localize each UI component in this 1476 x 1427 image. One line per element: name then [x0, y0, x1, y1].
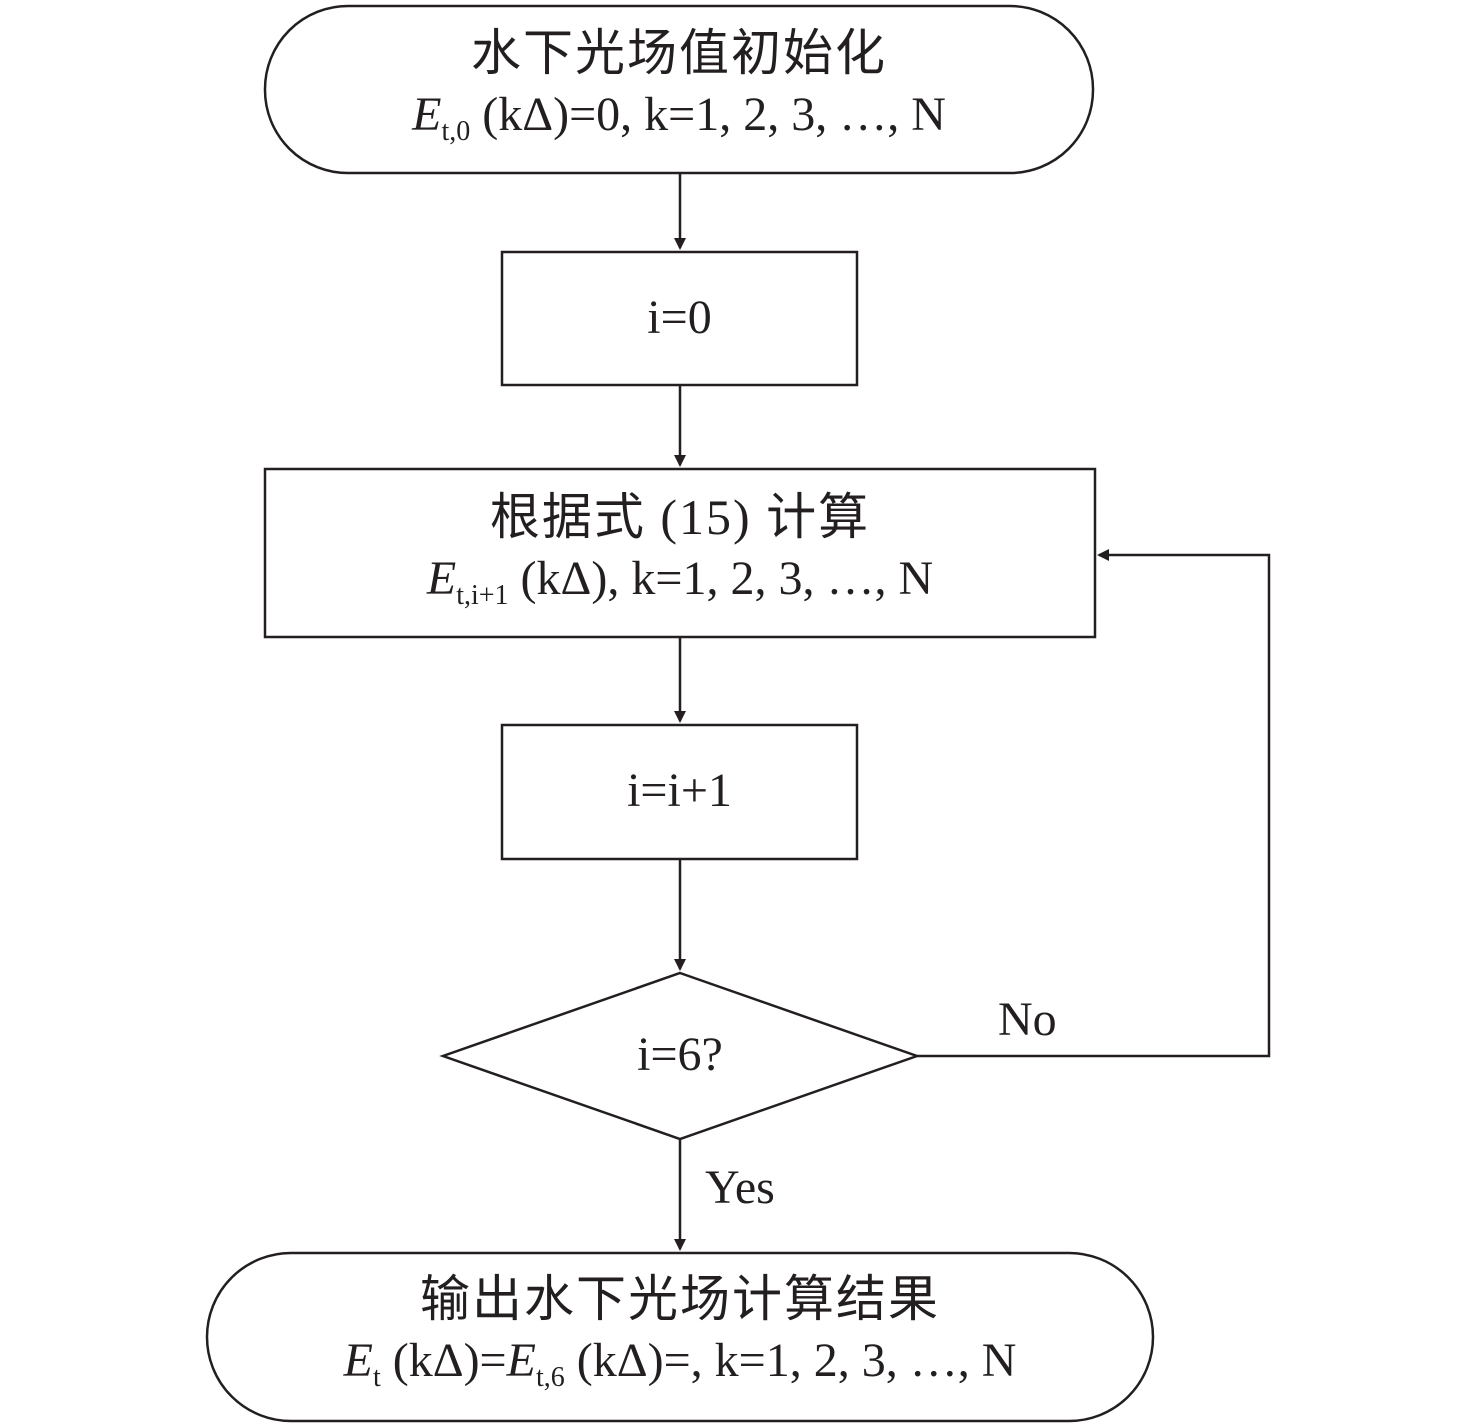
formula-rest: (kΔ)=0, k=1, 2, 3, …, N: [470, 87, 946, 141]
increment-node-text: i=i+1: [627, 764, 732, 817]
formula-symbol: E: [426, 551, 457, 605]
formula-rest: (kΔ)=, k=1, 2, 3, …, N: [564, 1333, 1017, 1387]
start-title: 水下光场值初始化: [471, 25, 887, 81]
end-terminator: [205, 1251, 1155, 1423]
formula-mid: (kΔ)=: [380, 1333, 507, 1387]
formula-rest: (kΔ), k=1, 2, 3, …, N: [508, 551, 934, 605]
formula-symbol: E: [412, 87, 442, 141]
formula-subscript: t,0: [441, 115, 471, 147]
compute-formula: Et,i+1 (kΔ), k=1, 2, 3, …, N: [265, 549, 1095, 611]
end-formula: Et (kΔ)=Et,6 (kΔ)=, k=1, 2, 3, …, N: [207, 1331, 1153, 1393]
edge-no-loop: [917, 549, 1271, 1058]
formula-symbol-2: E: [506, 1333, 536, 1387]
init-node-text: i=0: [647, 291, 712, 344]
yes-label: Yes: [705, 1161, 775, 1214]
end-title: 输出水下光场计算结果: [420, 1271, 940, 1327]
no-label: No: [998, 993, 1057, 1046]
start-formula: Et,0 (kΔ)=0, k=1, 2, 3, …, N: [265, 85, 1093, 147]
compute-title: 根据式 (15) 计算: [489, 489, 871, 545]
compute-node-text: 根据式 (15) 计算 Et,i+1 (kΔ), k=1, 2, 3, …, N: [265, 486, 1095, 609]
end-node-text: 输出水下光场计算结果 Et (kΔ)=Et,6 (kΔ)=, k=1, 2, 3…: [207, 1268, 1153, 1391]
formula-subscript-2: t,6: [535, 1361, 565, 1393]
formula-subscript: t: [372, 1361, 381, 1393]
formula-subscript: t,i+1: [456, 579, 509, 611]
start-node-text: 水下光场值初始化 Et,0 (kΔ)=0, k=1, 2, 3, …, N: [265, 22, 1093, 145]
decision-node-text: i=6?: [637, 1028, 723, 1081]
formula-symbol: E: [343, 1333, 373, 1387]
